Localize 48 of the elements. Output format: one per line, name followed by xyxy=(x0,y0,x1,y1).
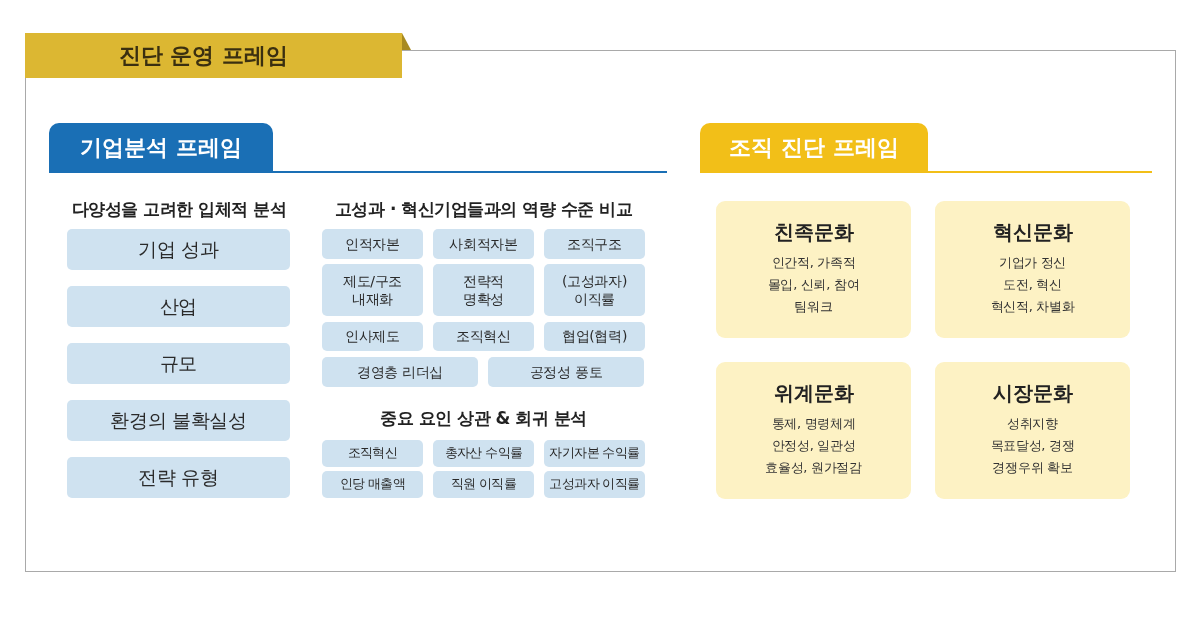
section-tab: 기업분석 프레임 xyxy=(49,123,273,173)
card-text: 팀워크 xyxy=(794,298,833,316)
card-text: 혁신적, 차별화 xyxy=(990,298,1075,316)
factor-box: 제도/구조 내재화 xyxy=(322,264,423,316)
factor-box: 경영층 리더십 xyxy=(322,357,478,387)
factor-box: (고성과자) 이직률 xyxy=(544,264,645,316)
factor-box: 공정성 풍토 xyxy=(488,357,644,387)
factor-box: 고성과자 이직률 xyxy=(544,471,645,498)
culture-card xyxy=(716,201,911,338)
card-text: 경쟁우위 확보 xyxy=(992,459,1073,477)
factor-box: 기업 성과 xyxy=(67,229,290,270)
title-tab: 진단 운영 프레임 xyxy=(25,33,402,78)
factor-box: 자기자본 수익률 xyxy=(544,440,645,467)
factor-box: 규모 xyxy=(67,343,290,384)
card-title: 위계문화 xyxy=(773,380,854,407)
card-text: 통제, 명령체계 xyxy=(771,415,856,433)
factor-box: 직원 이직률 xyxy=(433,471,534,498)
factor-box: 산업 xyxy=(67,286,290,327)
factor-box: 조직혁신 xyxy=(322,440,423,467)
section-heading: 다양성을 고려한 입체적 분석 xyxy=(70,198,288,221)
card-text: 인간적, 가족적 xyxy=(771,254,856,272)
factor-box: 사회적자본 xyxy=(433,229,534,259)
section-tab: 조직 진단 프레임 xyxy=(700,123,928,173)
card-text: 효율성, 원가절감 xyxy=(765,459,862,477)
section-heading: 고성과 · 혁신기업들과의 역량 수준 비교 xyxy=(333,198,634,221)
culture-card xyxy=(935,201,1130,338)
card-text: 안정성, 일관성 xyxy=(771,437,856,455)
factor-box: 조직혁신 xyxy=(433,322,534,351)
factor-box: 총자산 수익률 xyxy=(433,440,534,467)
card-title: 친족문화 xyxy=(773,219,854,246)
culture-card xyxy=(716,362,911,499)
factor-box: 인적자본 xyxy=(322,229,423,259)
factor-box: 협업(협력) xyxy=(544,322,645,351)
factor-box: 인사제도 xyxy=(322,322,423,351)
factor-box: 전략 유형 xyxy=(67,457,290,498)
card-text: 성취지향 xyxy=(1007,415,1058,433)
card-text: 기업가 정신 xyxy=(998,254,1067,272)
culture-card xyxy=(935,362,1130,499)
factor-box: 환경의 불확실성 xyxy=(67,400,290,441)
factor-box: 조직구조 xyxy=(544,229,645,259)
card-title: 시장문화 xyxy=(992,380,1073,407)
card-text: 몰입, 신뢰, 참여 xyxy=(767,276,860,294)
section-heading: 중요 요인 상관 & 회귀 분석 xyxy=(379,407,588,430)
card-title: 혁신문화 xyxy=(992,219,1073,246)
card-text: 도전, 혁신 xyxy=(1003,276,1062,294)
factor-box: 전략적 명확성 xyxy=(433,264,534,316)
card-text: 목표달성, 경쟁 xyxy=(990,437,1075,455)
factor-box: 인당 매출액 xyxy=(322,471,423,498)
